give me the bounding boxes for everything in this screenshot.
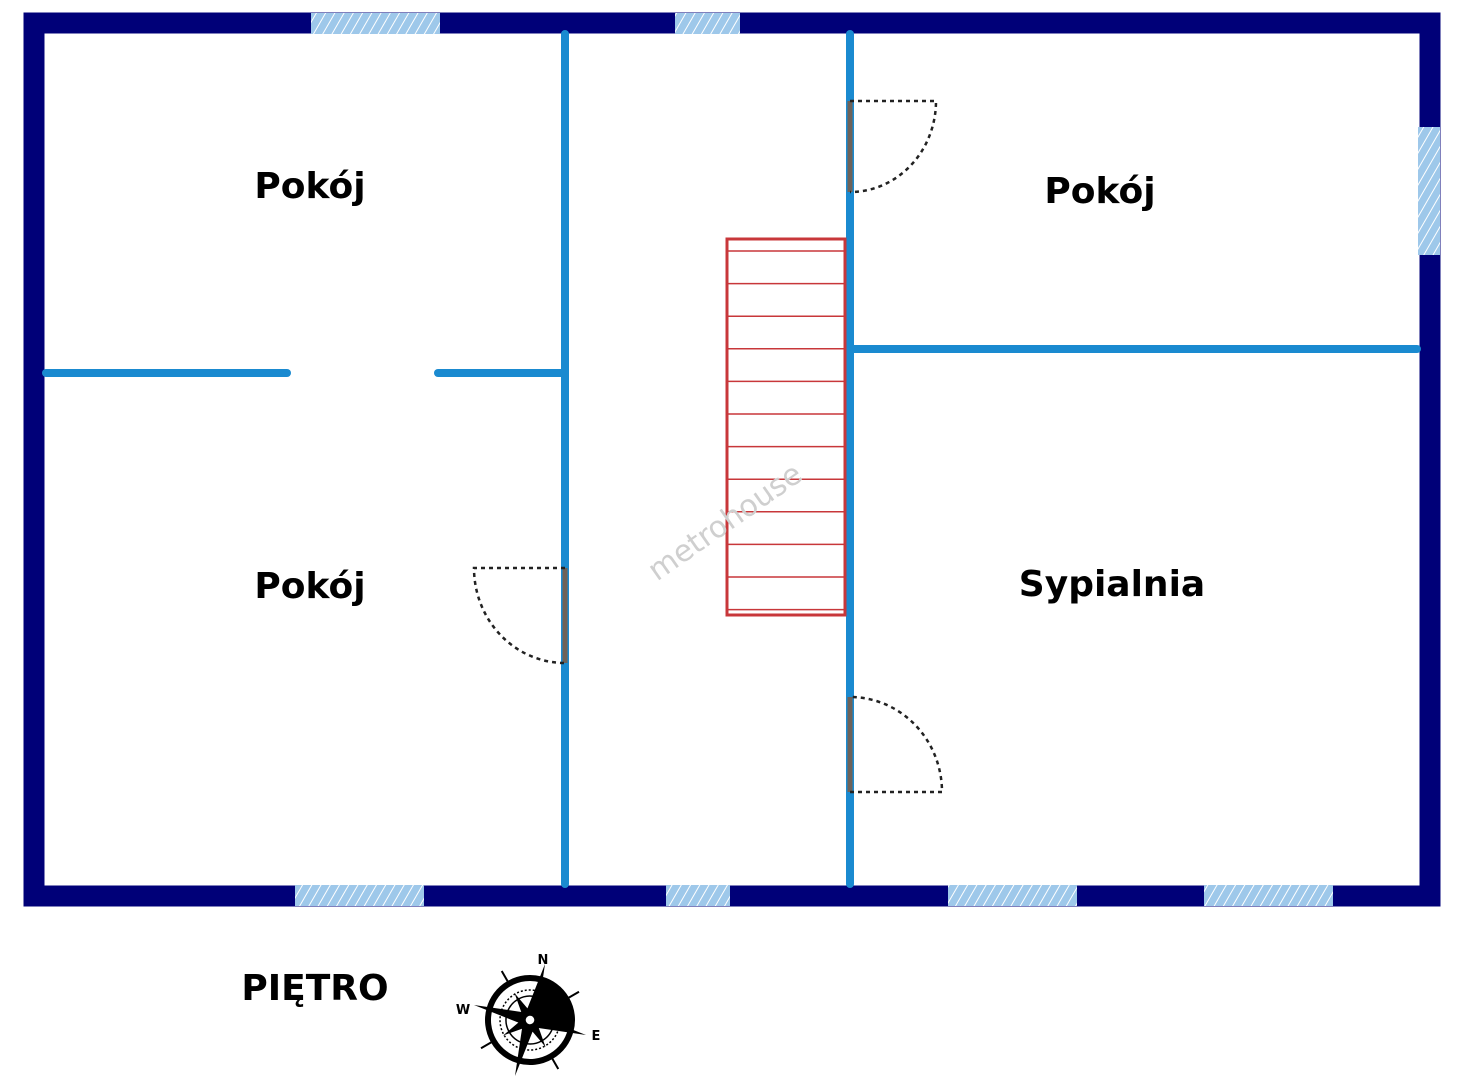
room-label: Pokój xyxy=(1044,171,1155,212)
window xyxy=(311,13,440,34)
compass-icon xyxy=(473,963,587,1077)
compass-east: E xyxy=(592,1029,601,1044)
interior-walls xyxy=(42,30,1421,888)
door xyxy=(847,99,938,194)
compass-north: N xyxy=(538,953,549,968)
room-label: Pokój xyxy=(254,566,365,607)
windows xyxy=(295,13,1440,906)
window xyxy=(295,885,424,906)
stairs xyxy=(725,237,847,617)
door xyxy=(472,566,568,665)
floor-name: PIĘTRO xyxy=(241,968,388,1009)
compass-west: W xyxy=(456,1003,470,1018)
window xyxy=(666,885,730,906)
window xyxy=(675,13,740,34)
window xyxy=(1204,885,1333,906)
room-label: Pokój xyxy=(254,166,365,207)
room-label: Sypialnia xyxy=(1019,564,1205,605)
window xyxy=(948,885,1077,906)
window xyxy=(1418,127,1440,255)
watermark: metrohouse xyxy=(642,456,809,588)
outer-wall xyxy=(23,12,1441,907)
door xyxy=(847,695,944,794)
